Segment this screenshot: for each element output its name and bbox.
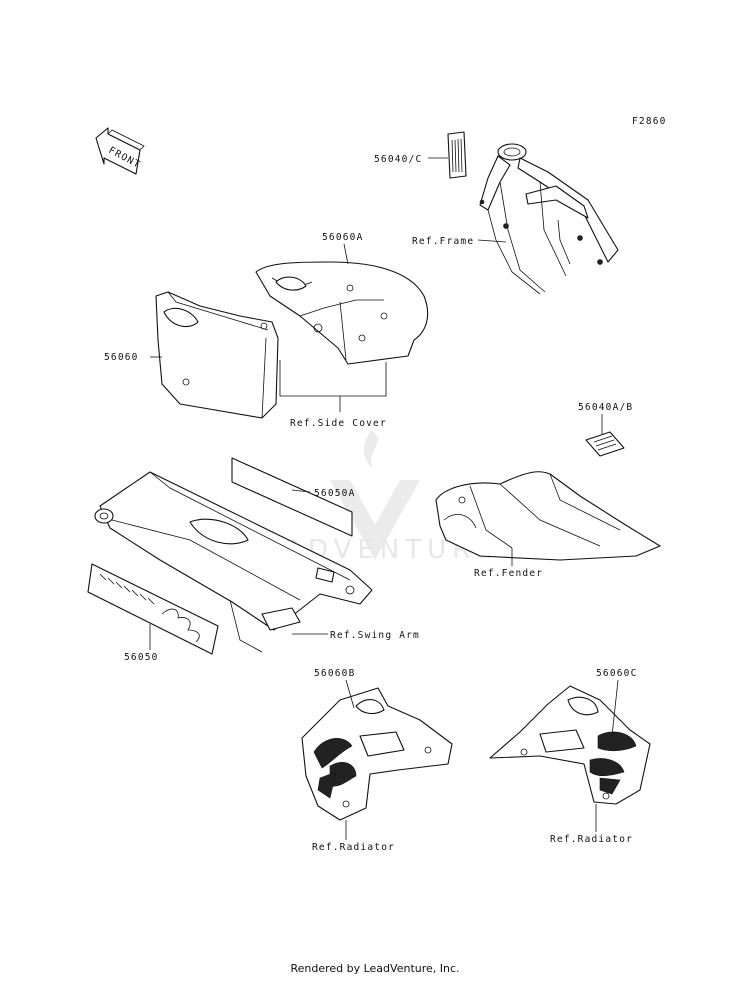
label-56060: 56060 <box>104 352 139 363</box>
frame-drawing <box>479 143 619 295</box>
decal-56040ab <box>585 431 625 457</box>
swing-arm-drawing <box>94 471 373 653</box>
label-56060a: 56060A <box>322 232 364 243</box>
leader-56050a <box>291 489 311 493</box>
label-ref-swing-arm: Ref.Swing Arm <box>330 630 420 641</box>
decal-56050 <box>87 563 219 655</box>
front-arrow-icon: FRONT <box>95 127 145 175</box>
label-56050a: 56050A <box>314 488 356 499</box>
side-cover-56060a <box>255 261 429 365</box>
rear-fender-drawing <box>435 471 661 561</box>
footer-credit: Rendered by LeadVenture, Inc. <box>290 962 460 975</box>
label-56060b: 56060B <box>314 668 356 679</box>
label-56060c: 56060C <box>596 668 638 679</box>
label-ref-radiator-left: Ref.Radiator <box>312 842 395 853</box>
figure-code: F2860 <box>632 116 667 127</box>
leader-56060b <box>345 679 355 709</box>
decal-56050a <box>231 457 353 537</box>
label-ref-fender: Ref.Fender <box>474 568 543 579</box>
label-ref-frame: Ref.Frame <box>412 236 474 247</box>
label-ref-radiator-right: Ref.Radiator <box>550 834 633 845</box>
leader-ref-frame <box>477 239 507 243</box>
label-56040c: 56040/C <box>374 154 422 165</box>
leader-56060c <box>611 679 619 737</box>
label-ref-side-cover: Ref.Side Cover <box>290 418 387 429</box>
leader-56060a <box>343 243 349 265</box>
shroud-56060b <box>301 687 453 821</box>
decal-56040c <box>447 131 467 179</box>
leader-ref-side-cover <box>279 360 387 397</box>
label-56040ab: 56040A/B <box>578 402 633 413</box>
shroud-56060c <box>489 685 651 805</box>
side-cover-56060 <box>155 291 279 419</box>
label-56050: 56050 <box>124 652 159 663</box>
